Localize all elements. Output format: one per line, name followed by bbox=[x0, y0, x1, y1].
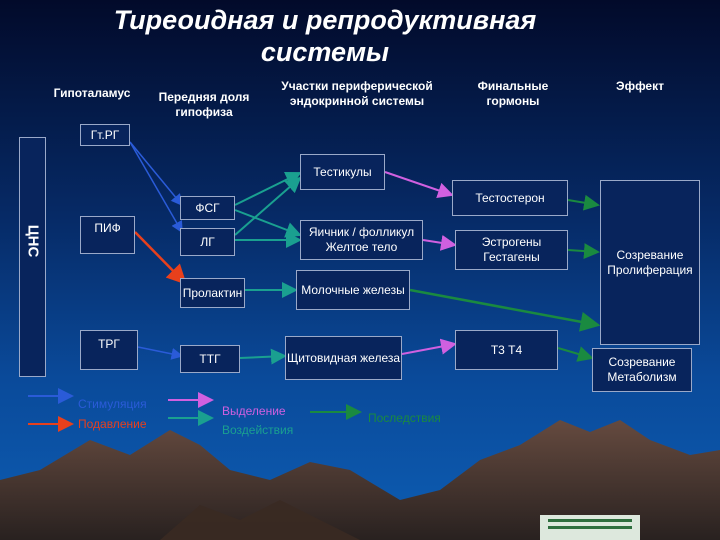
arrow-mammary-effect bbox=[409, 288, 601, 332]
box-lg: ЛГ bbox=[180, 228, 235, 256]
header-final-hormones: Финальные гормоны bbox=[477, 79, 549, 108]
legend-action: Воздействия bbox=[222, 423, 294, 437]
arrow-ttg-thyroid bbox=[239, 348, 287, 365]
box-estrogens: Эстрогены Гестагены bbox=[455, 230, 568, 270]
cns-column bbox=[19, 137, 46, 377]
box-pif: ПИФ bbox=[80, 216, 135, 254]
box-prolactin: Пролактин bbox=[180, 278, 245, 308]
box-effect-maturation-metabolism: Созревание Метаболизм bbox=[592, 348, 692, 392]
arrow-thyroid-t3t4 bbox=[401, 338, 457, 355]
header-effect: Эффект bbox=[616, 79, 664, 93]
arrow-trg-ttg bbox=[137, 346, 184, 360]
legend-consequence: Последствия bbox=[368, 411, 441, 425]
box-t3t4: Т3 Т4 bbox=[455, 330, 558, 370]
arrow-fsg-ovary bbox=[234, 209, 302, 238]
legend-suppression: Подавление bbox=[78, 417, 147, 431]
arrow-pif-prolactin bbox=[134, 231, 187, 285]
box-testosterone: Тестостерон bbox=[452, 180, 568, 216]
box-ttg: ТТГ bbox=[180, 345, 240, 373]
arrow-grg-fsg bbox=[129, 141, 183, 207]
cns-label: ЦНС bbox=[24, 224, 42, 258]
header-hypothalamus: Гипоталамус bbox=[53, 86, 131, 100]
arrow-testes-testosterone bbox=[384, 171, 454, 199]
page-title: Тиреоидная и репродуктивная системы bbox=[113, 5, 537, 67]
box-testes: Тестикулы bbox=[300, 154, 385, 190]
arrow-testosterone-effect bbox=[567, 194, 600, 211]
box-grg: Гт.РГ bbox=[80, 124, 130, 146]
arrow-lg-testes bbox=[234, 176, 302, 236]
legend-stimulation: Стимуляция bbox=[78, 397, 147, 411]
arrow-ovary-estrogens bbox=[422, 234, 457, 251]
arrow-grg-lg bbox=[129, 141, 183, 234]
header-peripheral: Участки периферической эндокринной систе… bbox=[281, 79, 433, 108]
header-pituitary: Передняя доля гипофиза bbox=[158, 90, 250, 119]
legend-secretion: Выделение bbox=[222, 404, 286, 418]
arrow-fsg-testes bbox=[234, 172, 302, 206]
box-ovary: Яичник / фолликул Желтое тело bbox=[300, 220, 423, 260]
box-mammary: Молочные железы bbox=[296, 270, 410, 310]
box-fsg: ФСГ bbox=[180, 196, 235, 220]
box-effect-maturation-proliferation: Созревание Пролиферация bbox=[600, 180, 700, 345]
box-trg: ТРГ bbox=[80, 330, 138, 370]
box-thyroid: Щитовидная железа bbox=[285, 336, 402, 380]
arrow-estrogens-effect bbox=[567, 243, 600, 260]
arrow-t3t4-effect bbox=[557, 346, 594, 362]
